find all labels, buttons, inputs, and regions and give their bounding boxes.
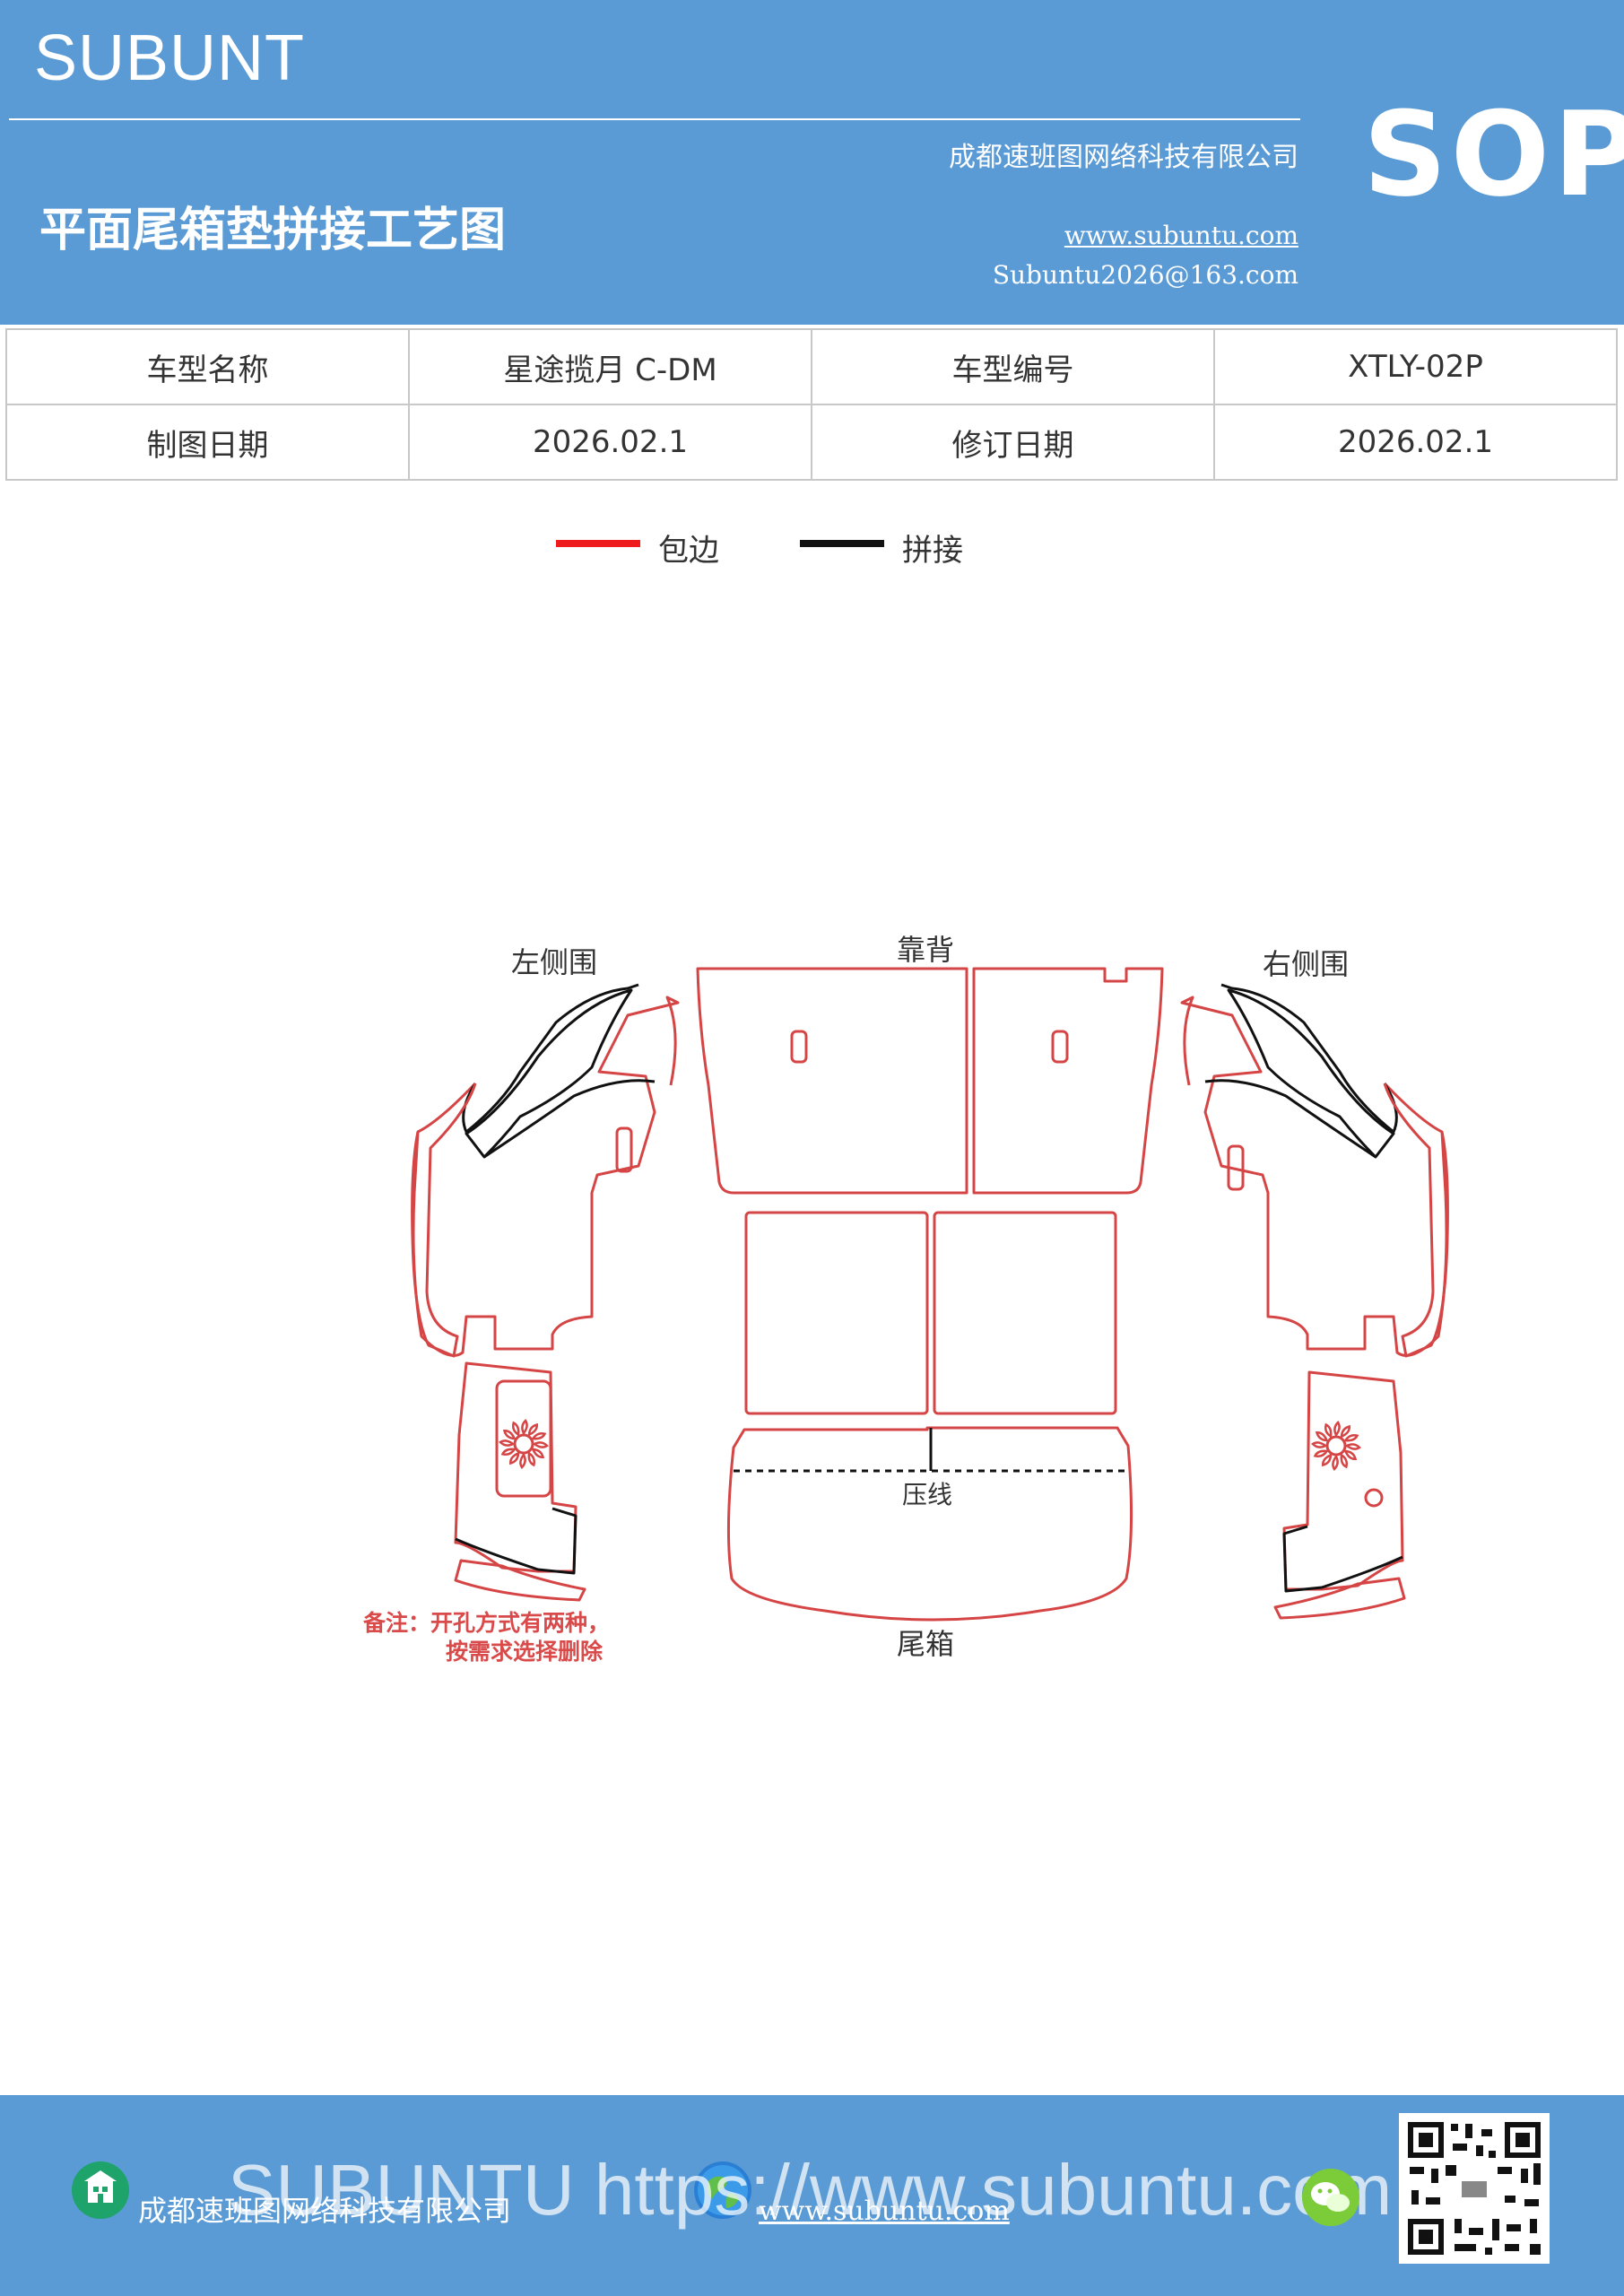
model-name-value: 星途揽月 C-DM	[408, 328, 812, 405]
left-side-outer-band	[411, 1083, 477, 1358]
sun-petal	[1344, 1443, 1361, 1450]
remark-line-2: 按需求选择删除	[446, 1639, 604, 1665]
sun-petal	[1343, 1449, 1358, 1460]
vehicle-info-table: 车型名称 星途揽月 C-DM 车型编号 XTLY-02P 制图日期 2026.0…	[5, 328, 1618, 481]
right-lower-splice	[1282, 1525, 1403, 1593]
edge-legend-swatch	[556, 540, 640, 547]
right-side-splice-1	[1220, 983, 1398, 1134]
right-side-label: 右侧围	[1263, 947, 1349, 981]
sun-petal	[531, 1448, 545, 1458]
table-row: 车型名称 星途揽月 C-DM 车型编号 XTLY-02P	[5, 328, 1618, 405]
backrest-label: 靠背	[897, 933, 954, 967]
header-banner: SUBUNT 平面尾箱垫拼接工艺图 成都速班图网络科技有限公司 www.subu…	[0, 0, 1624, 325]
sop-badge: SOP	[1363, 86, 1624, 222]
right-lower-panel	[1282, 1370, 1404, 1591]
sun-petal	[502, 1430, 517, 1440]
sun-petal	[1324, 1422, 1333, 1439]
model-name-label: 车型名称	[5, 328, 410, 405]
right-side-splice-3	[1227, 988, 1395, 1159]
right-side-outer-band	[1383, 1083, 1449, 1358]
right-sun-hole-icon	[1311, 1421, 1361, 1471]
left-side-label: 左侧围	[511, 945, 597, 979]
header-divider	[9, 118, 1300, 120]
left-mudguard	[454, 1559, 586, 1602]
sun-petal	[511, 1421, 520, 1437]
sun-petal	[521, 1419, 528, 1436]
footer-website-link[interactable]: www.subuntu.com	[759, 2196, 1010, 2227]
trunk-floor-panel	[726, 1426, 1133, 1622]
trunk-mat-diagram: 左侧围 靠背 右侧围 压线 尾箱	[411, 933, 1449, 1661]
sun-petal	[527, 1451, 536, 1467]
revise-date-label: 修订日期	[811, 404, 1215, 481]
sun-petal	[1340, 1453, 1349, 1469]
left-side-slot	[615, 1126, 633, 1173]
sun-petal	[1343, 1433, 1359, 1442]
splice-legend-label: 拼接	[902, 533, 963, 569]
footer-banner: 成都速班图网络科技有限公司 www.subuntu.com SUBUNTU ht…	[0, 2095, 1624, 2296]
revise-date-value: 2026.02.1	[1213, 404, 1618, 481]
table-row: 制图日期 2026.02.1 修订日期 2026.02.1	[5, 404, 1618, 481]
remark-note: 备注：开孔方式有两种， 按需求选择删除	[363, 1609, 610, 1666]
left-side-splice-1	[462, 983, 639, 1134]
left-side-splice-3	[465, 988, 633, 1159]
right-side-splice-2	[1204, 1079, 1376, 1159]
model-code-label: 车型编号	[811, 328, 1215, 405]
crease-label: 压线	[902, 1480, 952, 1509]
sun-petal	[531, 1431, 547, 1440]
draw-date-label: 制图日期	[5, 404, 410, 481]
header-company-name: 成都速班图网络科技有限公司	[949, 142, 1298, 173]
right-round-hole	[1364, 1488, 1384, 1508]
document-title: 平面尾箱垫拼接工艺图	[39, 204, 507, 257]
sun-petal	[532, 1441, 549, 1448]
right-side-main	[1180, 996, 1448, 1357]
sun-petal	[1333, 1421, 1341, 1438]
left-sun-hole-icon	[499, 1419, 549, 1469]
sun-petal	[1332, 1454, 1339, 1471]
sun-petal	[527, 1422, 538, 1437]
middle-right-panel	[933, 1211, 1117, 1415]
backrest-right-panel	[972, 967, 1164, 1195]
header-website-link[interactable]: www.subuntu.com	[1064, 221, 1298, 250]
model-code-value: XTLY-02P	[1213, 328, 1618, 405]
brand-logo-text: SUBUNT	[34, 22, 306, 94]
trunk-label: 尾箱	[897, 1627, 954, 1661]
left-side-splice-2	[483, 1079, 656, 1159]
remark-line-1: 备注：开孔方式有两种，	[363, 1610, 611, 1636]
qr-code-pattern	[1408, 2122, 1541, 2255]
footer-watermark: SUBUNTU https://www.subuntu.com	[228, 2150, 1393, 2230]
sun-petal	[1340, 1424, 1350, 1439]
draw-date-value: 2026.02.1	[408, 404, 812, 481]
left-side-main	[412, 996, 680, 1357]
wechat-icon[interactable]	[1302, 2169, 1359, 2226]
right-side-slot	[1227, 1144, 1245, 1191]
legend: 包边 拼接	[0, 520, 1624, 574]
sun-petal	[1313, 1449, 1329, 1458]
footer-company-name: 成都速班图网络科技有限公司	[138, 2194, 512, 2228]
building-icon	[72, 2161, 129, 2219]
edge-legend-label: 包边	[658, 533, 719, 569]
middle-left-panel	[744, 1211, 929, 1415]
sun-petal	[509, 1451, 520, 1465]
left-lower-splice	[455, 1507, 578, 1575]
backrest-right-slot	[1051, 1030, 1069, 1064]
sun-petal	[1311, 1441, 1328, 1448]
sun-petal	[1322, 1453, 1333, 1467]
qr-code[interactable]	[1399, 2113, 1550, 2264]
left-hole-panel	[495, 1379, 552, 1498]
sun-petal	[499, 1439, 516, 1447]
backrest-left-panel	[696, 967, 968, 1195]
right-mudguard	[1273, 1577, 1406, 1620]
splice-legend-swatch	[800, 540, 884, 547]
left-lower-panel	[454, 1361, 578, 1573]
sun-petal	[1315, 1431, 1329, 1442]
globe-icon	[694, 2161, 751, 2219]
sun-petal	[500, 1448, 517, 1457]
sun-petal	[519, 1452, 526, 1469]
header-email[interactable]: Subuntu2026@163.com	[992, 260, 1298, 290]
backrest-left-slot	[790, 1030, 808, 1064]
